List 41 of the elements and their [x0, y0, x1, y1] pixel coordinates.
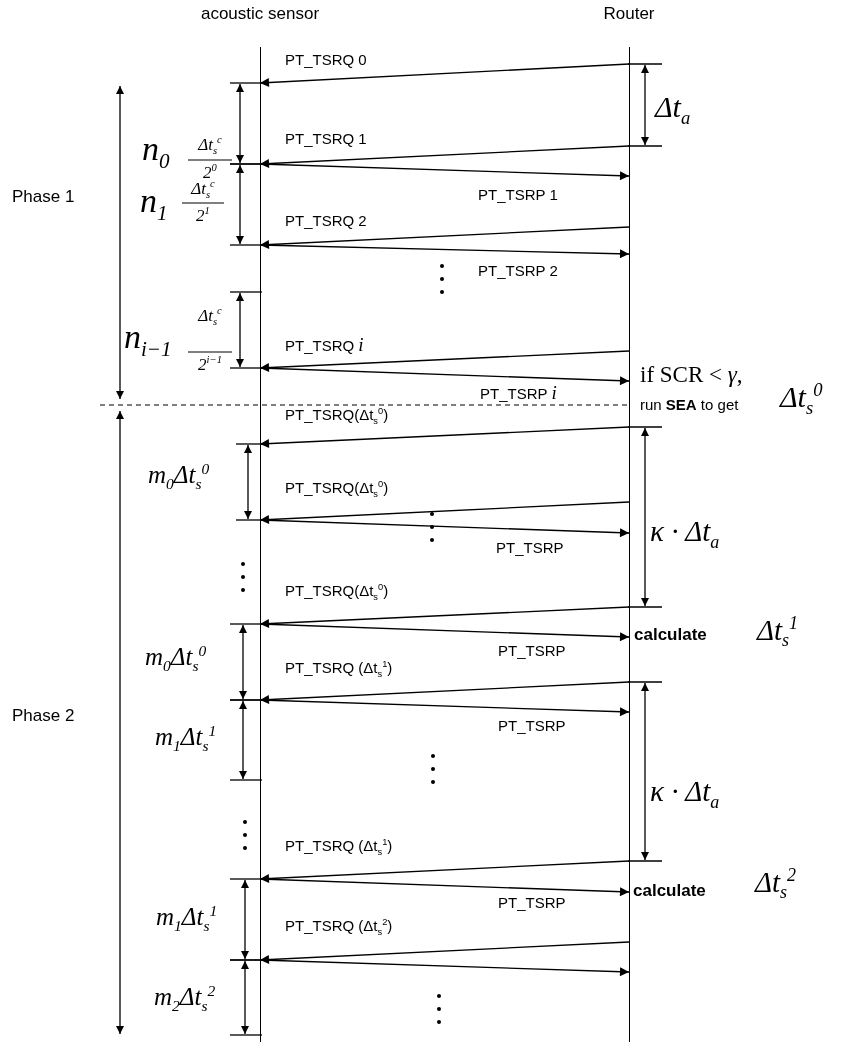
- text-label: run SEA to get: [640, 397, 739, 414]
- math-label: Δt$_{a}$: [655, 90, 691, 129]
- edge-label: PT_TSRQ 2: [283, 213, 369, 230]
- message-arrow: [259, 63, 630, 88]
- math-label: n$_{0}$: [142, 130, 170, 173]
- math-label: κ · Δt$_{a}$: [650, 516, 720, 553]
- text-label: Phase 2: [12, 707, 75, 726]
- edge-label: PT_TSRP: [496, 895, 568, 912]
- math-label: if SCR < γ,: [640, 362, 743, 388]
- edge-label: PT_TSRQ i: [283, 335, 366, 356]
- edge-label: PT_TSRQ (Δt$_{s}$$^{1}$): [283, 659, 395, 680]
- edge-label: PT_TSRQ (Δt$_{s}$$^{1}$): [283, 837, 395, 858]
- edge-label: PT_TSRQ 0: [283, 52, 369, 69]
- math-label: κ · Δt$_{a}$: [650, 776, 720, 813]
- participant-label: acoustic sensor: [200, 4, 320, 24]
- edge-label: PT_TSRP i: [478, 383, 559, 404]
- math-label: n$_{1}$: [140, 182, 168, 225]
- edge-label: PT_TSRP: [496, 718, 568, 735]
- message-arrow: [259, 244, 630, 259]
- text-label: calculate: [633, 882, 706, 901]
- math-label: 2$^{1}$: [195, 205, 211, 226]
- math-label: n$_{i−1}$: [124, 318, 172, 361]
- message-arrow: [259, 426, 630, 449]
- text-label: calculate: [634, 626, 707, 645]
- edge-label: PT_TSRQ(Δt$_{s}$$^{0}$): [283, 479, 391, 500]
- edge-label: PT_TSRQ 1: [283, 131, 369, 148]
- edge-label: PT_TSRQ(Δt$_{s}$$^{0}$): [283, 406, 391, 427]
- message-arrow: [259, 878, 630, 897]
- participant-label: Router: [603, 4, 655, 24]
- edge-label: PT_TSRQ (Δt$_{s}$$^{2}$): [283, 917, 395, 938]
- edge-label: PT_TSRP 1: [476, 187, 560, 204]
- edge-label: PT_TSRP: [496, 643, 568, 660]
- message-arrow: [259, 367, 630, 386]
- math-label: 2$^{i−1}$: [197, 354, 223, 375]
- text-label: Phase 1: [12, 188, 75, 207]
- edge-label: PT_TSRP: [494, 540, 566, 557]
- message-arrow: [259, 623, 630, 642]
- edge-label: PT_TSRQ(Δt$_{s}$$^{0}$): [283, 582, 391, 603]
- math-label: 2$^{0}$: [202, 162, 218, 182]
- message-arrow: [259, 519, 630, 538]
- edge-label: PT_TSRP 2: [476, 263, 560, 280]
